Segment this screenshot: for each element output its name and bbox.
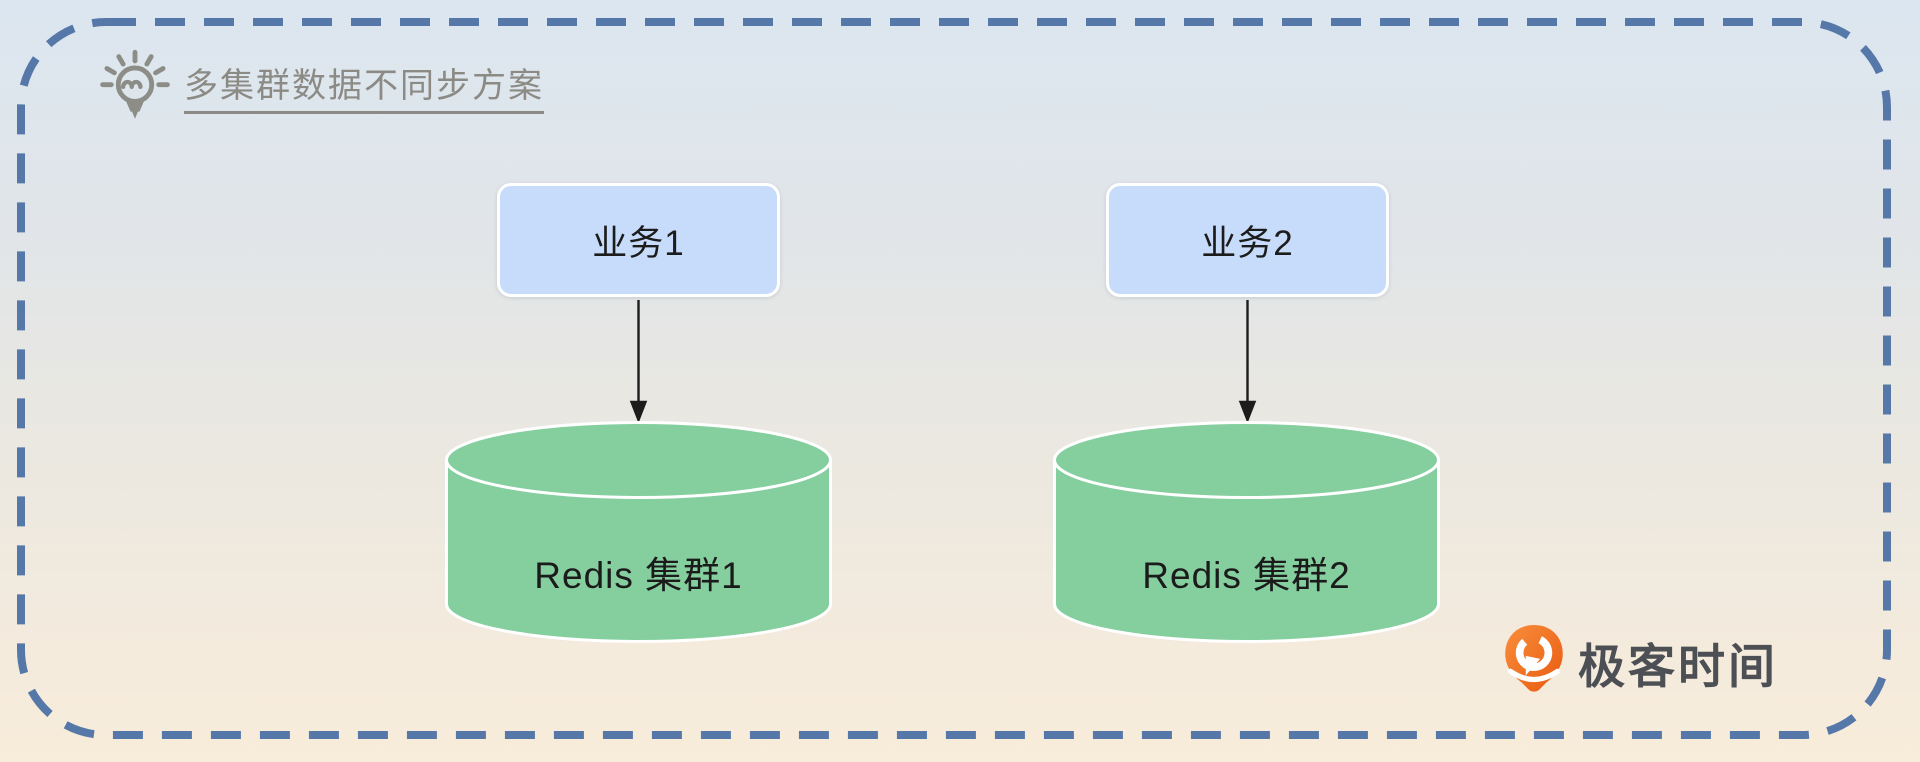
page-title: 多集群数据不同步方案 [184, 67, 544, 115]
node-label-redis-cluster-2: Redis 集群2 [1142, 555, 1351, 596]
title-row: 多集群数据不同步方案 [92, 48, 544, 130]
node-service-1: 业务1 [497, 183, 780, 297]
geektime-logo: 极客时间 [1502, 624, 1778, 700]
cylinder-shape [1053, 421, 1440, 643]
geektime-logo-text: 极客时间 [1578, 639, 1778, 693]
node-label-service-1: 业务1 [592, 223, 685, 263]
geektime-pin-icon [1505, 625, 1563, 692]
node-service-2: 业务2 [1106, 183, 1389, 297]
node-redis-cluster-1: Redis 集群1 [445, 421, 832, 643]
node-redis-cluster-2: Redis 集群2 [1053, 421, 1440, 643]
cylinder-shape [445, 421, 832, 643]
node-label-redis-cluster-1: Redis 集群1 [534, 555, 743, 596]
node-label-service-2: 业务2 [1201, 223, 1294, 263]
lightbulb-icon [100, 49, 170, 119]
